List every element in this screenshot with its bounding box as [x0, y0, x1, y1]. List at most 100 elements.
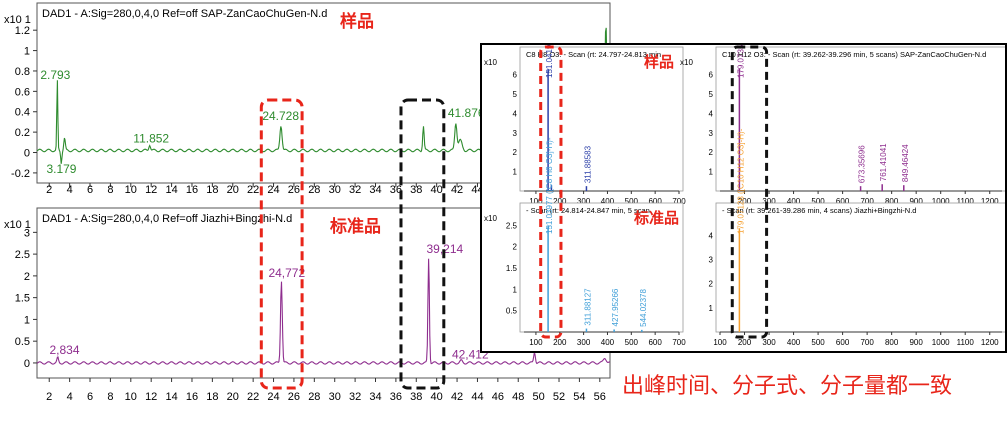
y-tick-label: 5 [513, 90, 518, 99]
x-tick-label: 1000 [932, 338, 950, 347]
x-tick-label: 38 [410, 184, 422, 196]
x-tick-label: 900 [909, 338, 923, 347]
y-tick-label: 1 [709, 304, 714, 313]
x-tick-label: 100 [529, 197, 543, 206]
x-tick-label: 400 [787, 197, 801, 206]
x-tick-label: 1200 [981, 338, 999, 347]
y-tick-label: 0.2 [15, 127, 30, 139]
peak-label: 42,412 [452, 348, 489, 362]
x-tick-label: 42 [451, 184, 463, 196]
y-tick-label: 2 [513, 243, 518, 252]
y-tick-label: 1 [24, 46, 30, 58]
x-tick-label: 36 [390, 391, 402, 403]
x-tick-label: 900 [909, 197, 923, 206]
y-tick-label: 0.6 [15, 86, 30, 98]
spectrum-header: - Scan (rt: 39.261-39.286 min, 4 scans) … [722, 206, 916, 215]
x-tick-label: 30 [329, 184, 341, 196]
x-tick-label: 400 [601, 197, 615, 206]
x-tick-label: 700 [860, 338, 874, 347]
x-tick-label: 20 [227, 184, 239, 196]
x-tick-label: 52 [553, 391, 565, 403]
x-tick-label: 500 [625, 338, 639, 347]
x-tick-label: 500 [625, 197, 639, 206]
y-tick-label: 0 [24, 148, 30, 160]
x-tick-label: 24 [267, 391, 279, 403]
x-tick-label: 6 [87, 184, 93, 196]
x-tick-label: 700 [672, 197, 686, 206]
x-tick-label: 30 [329, 391, 341, 403]
y-tick-label: 1 [513, 168, 518, 177]
x-tick-label: 800 [885, 338, 899, 347]
spectrum-frame [519, 46, 684, 192]
spectrum-peak-label: 427.95266 [611, 288, 620, 326]
x-tick-label: 20 [227, 391, 239, 403]
spectrum-peak-label: 761.41041 [879, 143, 888, 181]
x-tick-label: 200 [553, 197, 567, 206]
y-tick-label: 1 [513, 285, 518, 294]
x-tick-label: 500 [811, 338, 825, 347]
spectrum-peak-label: 311.88583 [583, 145, 592, 183]
x-tick-label: 1100 [957, 338, 975, 347]
y-tick-label: 0.5 [15, 336, 30, 348]
x-tick-label: 400 [787, 338, 801, 347]
ms-highlight-box-c8h8o3 [539, 45, 563, 339]
y-tick-label: 1.5 [15, 293, 30, 305]
y-tick-label: 2.5 [15, 249, 30, 261]
x-tick-label: 300 [762, 197, 776, 206]
y-tick-label: 2 [709, 148, 714, 157]
ms-sample-label: 样品 [644, 53, 674, 71]
peak-label: 2,834 [50, 343, 80, 357]
spectrum-header: - Scan (rt: 24.814-24.847 min, 5 scan [526, 206, 650, 215]
x-tick-label: 10 [125, 391, 137, 403]
x-tick-label: 26 [288, 391, 300, 403]
x-tick-label: 4 [67, 184, 73, 196]
x-tick-label: 50 [533, 391, 545, 403]
x-tick-label: 28 [308, 184, 320, 196]
spectrum-peak-label: 151.04191 ([C8 H8 O3]-H)- [545, 45, 554, 78]
x-tick-label: 38 [410, 391, 422, 403]
y-tick-label: 3 [24, 227, 30, 239]
x-tick-label: 700 [860, 197, 874, 206]
x-tick-label: 22 [247, 391, 259, 403]
x-tick-label: 24 [267, 184, 279, 196]
x-tick-label: 46 [492, 391, 504, 403]
x-tick-label: 10 [125, 184, 137, 196]
y-tick-label: 1 [709, 168, 714, 177]
x-tick-label: 40 [431, 391, 443, 403]
peak-label: 41.876 [448, 106, 485, 120]
y-tick-label: 2 [24, 271, 30, 283]
x-tick-label: 2 [46, 184, 52, 196]
y-scale-label: x10 1 [4, 14, 31, 26]
x-tick-label: 32 [349, 391, 361, 403]
x-tick-label: 300 [577, 338, 591, 347]
peak-label: 3.179 [46, 162, 76, 176]
standard-label: 标准品 [330, 216, 381, 237]
conclusion-caption: 出峰时间、分子式、分子量都一致 [622, 374, 953, 399]
x-tick-label: 1000 [932, 197, 950, 206]
x-tick-label: 200 [553, 338, 567, 347]
x-tick-label: 100 [529, 338, 543, 347]
x-tick-label: 300 [577, 197, 591, 206]
x-tick-label: 12 [145, 391, 157, 403]
x-tick-label: 6 [87, 391, 93, 403]
y-scale-label: x10 [484, 214, 497, 223]
y-tick-label: 2.5 [506, 221, 518, 230]
y-tick-label: 4 [709, 109, 714, 118]
y-tick-label: 3 [513, 129, 518, 138]
chromatogram-title: DAD1 - A:Sig=280,0,4,0 Ref=off Jiazhi+Bi… [42, 213, 292, 225]
spectrum-frame [715, 202, 1005, 333]
x-tick-label: 34 [369, 391, 381, 403]
y-scale-label: x10 [484, 58, 497, 67]
x-tick-label: 600 [836, 197, 850, 206]
spectrum-frame [715, 46, 1005, 192]
x-tick-label: 1200 [981, 197, 999, 206]
spectrum-peak-label: 179.07128 ([C10 H12 O3]-H)- [736, 128, 745, 234]
y-tick-label: 1.2 [15, 25, 30, 37]
spectrum-header: C10 H12 O3: - Scan (rt: 39.262-39.296 mi… [722, 50, 986, 59]
spectrum-peak-label: 311.88127 [583, 288, 592, 326]
y-tick-label: 6 [513, 71, 518, 80]
